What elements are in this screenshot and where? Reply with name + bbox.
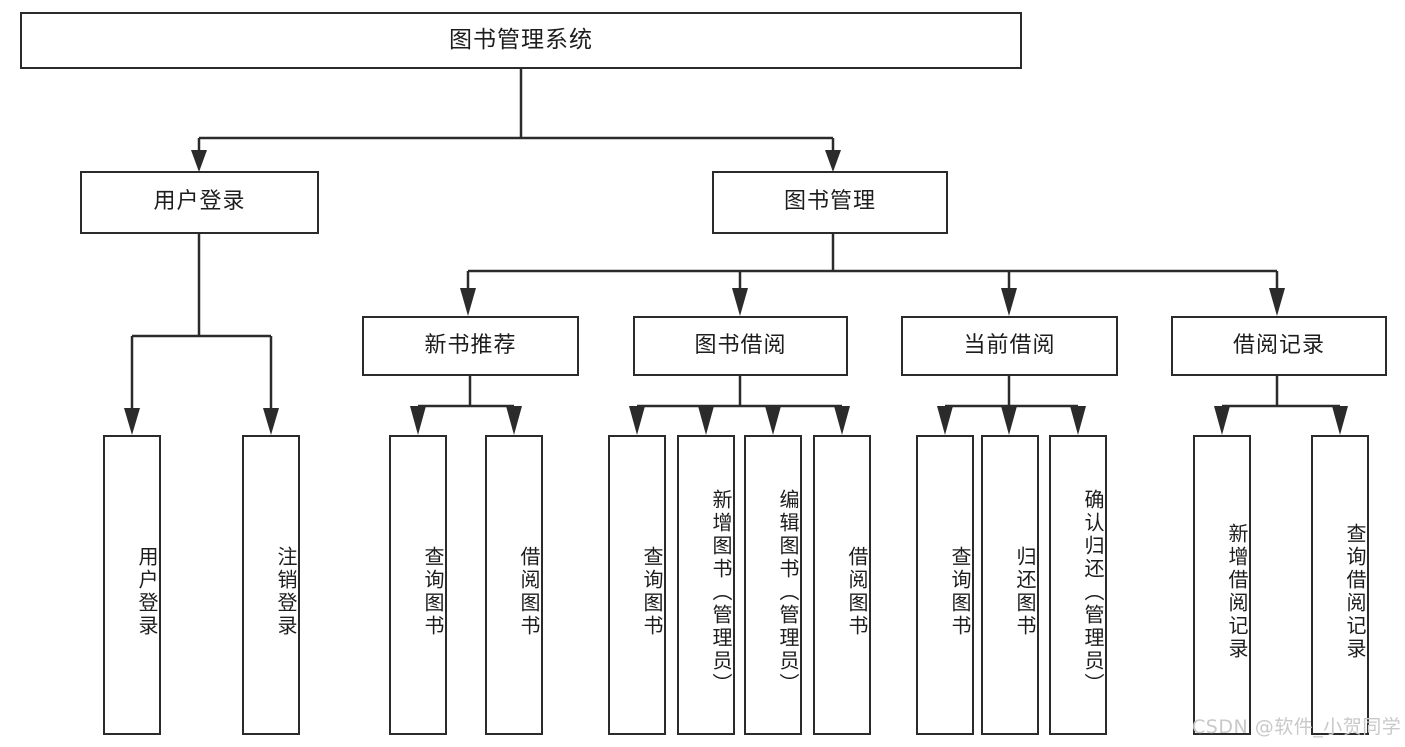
node-label: 查询图书	[421, 546, 445, 638]
arrow-current-c2	[1001, 406, 1017, 435]
node-label: 借阅图书	[845, 546, 869, 638]
leaf-user-login-login[interactable]: 用户登录	[103, 435, 161, 735]
leaf-borrow-borrow-book[interactable]: 借阅图书	[813, 435, 871, 735]
leaf-record-query-record[interactable]: 查询借阅记录	[1311, 435, 1369, 735]
node-label: 借阅图书	[517, 546, 541, 638]
arrow-newbook-c2	[506, 406, 522, 435]
node-label: 归还图书	[1013, 546, 1037, 638]
arrow-user-login	[191, 150, 207, 172]
arrow-record-c2	[1332, 406, 1348, 435]
arrow-userlogin-c1	[124, 408, 140, 435]
leaf-current-return-book[interactable]: 归还图书	[981, 435, 1039, 735]
leaf-borrow-query-book[interactable]: 查询图书	[608, 435, 666, 735]
arrow-borrow-c4	[834, 406, 850, 435]
arrow-book-mgmt	[825, 150, 841, 172]
node-book-borrow[interactable]: 图书借阅	[633, 316, 848, 376]
node-label: 图书管理系统	[449, 26, 593, 53]
leaf-borrow-edit-book-admin[interactable]: 编辑图书（管理员）	[744, 435, 802, 735]
leaf-borrow-add-book-admin[interactable]: 新增图书（管理员）	[677, 435, 735, 735]
node-new-book-recommend[interactable]: 新书推荐	[362, 316, 579, 376]
leaf-record-add-record[interactable]: 新增借阅记录	[1193, 435, 1251, 735]
node-current-borrow[interactable]: 当前借阅	[901, 316, 1118, 376]
node-label: 查询图书	[640, 546, 664, 638]
node-borrow-record[interactable]: 借阅记录	[1171, 316, 1387, 376]
node-root-book-management-system[interactable]: 图书管理系统	[20, 12, 1022, 69]
leaf-new-book-query[interactable]: 查询图书	[389, 435, 447, 735]
arrow-borrow-c2	[698, 406, 714, 435]
arrow-newbook-c1	[410, 406, 426, 435]
arrow-current-c1	[937, 406, 953, 435]
node-label: 用户登录	[135, 546, 159, 638]
node-label: 新增借阅记录	[1225, 523, 1249, 661]
arrow-borrow-c1	[629, 406, 645, 435]
node-label: 用户登录	[153, 189, 246, 215]
node-label: 借阅记录	[1232, 332, 1325, 358]
node-label: 查询图书	[948, 546, 972, 638]
arrow-borrow-c3	[765, 406, 781, 435]
node-book-management[interactable]: 图书管理	[712, 171, 948, 234]
node-label: 注销登录	[274, 546, 298, 638]
node-label: 编辑图书（管理员）	[776, 488, 800, 696]
node-label: 新书推荐	[424, 332, 517, 358]
node-label: 当前借阅	[963, 332, 1056, 358]
node-label: 图书管理	[783, 189, 876, 215]
arrow-bookmgmt-c1	[460, 288, 476, 316]
arrow-bookmgmt-c2	[732, 288, 748, 316]
arrow-userlogin-c2	[263, 408, 279, 435]
node-user-login[interactable]: 用户登录	[80, 171, 319, 234]
leaf-user-login-logout[interactable]: 注销登录	[242, 435, 300, 735]
node-label: 图书借阅	[694, 332, 787, 358]
arrow-bookmgmt-c4	[1269, 288, 1285, 316]
leaf-new-book-borrow[interactable]: 借阅图书	[485, 435, 543, 735]
leaf-current-confirm-return-admin[interactable]: 确认归还（管理员）	[1049, 435, 1107, 735]
node-label: 确认归还（管理员）	[1081, 488, 1105, 696]
leaf-current-query-book[interactable]: 查询图书	[916, 435, 974, 735]
node-label: 查询借阅记录	[1343, 523, 1367, 661]
arrow-bookmgmt-c3	[1001, 288, 1017, 316]
node-label: 新增图书（管理员）	[709, 488, 733, 696]
arrow-record-c1	[1214, 406, 1230, 435]
arrow-current-c3	[1070, 406, 1086, 435]
